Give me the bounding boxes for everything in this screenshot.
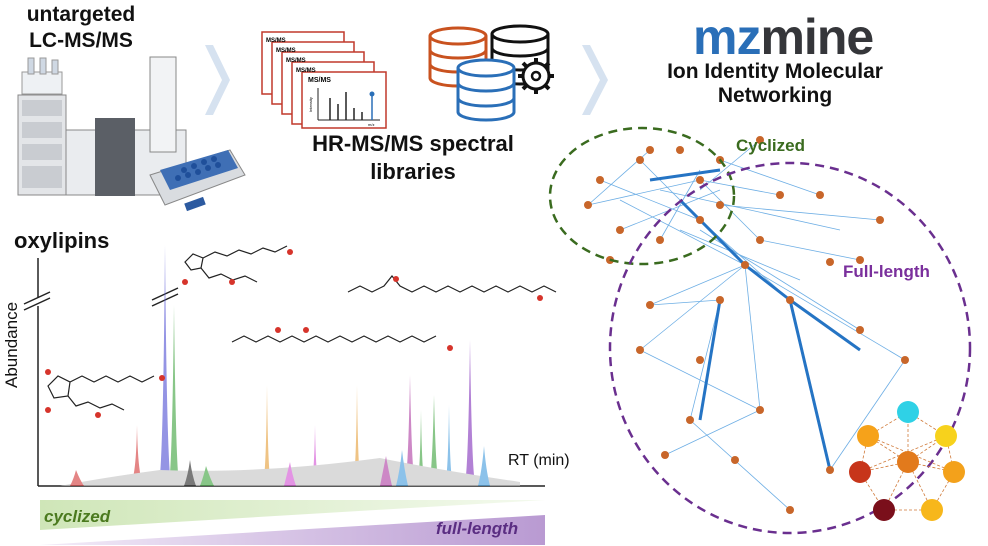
chevron-right-icon <box>582 45 608 115</box>
hrms-line1: HR-MS/MS spectral <box>312 131 514 156</box>
fulllength-gradient-bar <box>40 515 545 545</box>
oxygen-atoms <box>45 249 543 418</box>
chromatogram-title: oxylipins <box>14 228 110 253</box>
lcms-label: untargeted LC-MS/MS <box>6 2 156 54</box>
iimn-line1: Ion Identity Molecular <box>667 60 883 83</box>
cyclized-cluster-outline <box>548 126 736 266</box>
logo-part2: mine <box>760 9 874 65</box>
cyclized-gradient-bar <box>40 500 545 530</box>
molecular-network-strong-edges <box>649 168 861 471</box>
fulllength-cluster-label: Full-length <box>843 262 930 281</box>
molecular-network-edges <box>587 139 906 511</box>
hrms-label: HR-MS/MS spectral libraries <box>268 130 558 186</box>
card-ylabel: Intensity <box>308 97 313 112</box>
chromatogram-xlabel: RT (min) <box>508 452 570 469</box>
fulllength-cluster-outline <box>608 161 972 535</box>
iimn-line2: Networking <box>717 84 833 107</box>
database-icon <box>456 58 516 122</box>
card-title: MS/MS <box>286 58 306 64</box>
chromatogram-axes <box>23 258 545 487</box>
iimn-label: Ion Identity Molecular Networking <box>650 60 900 108</box>
chromatogram-ylabel: Abundance <box>2 301 21 388</box>
molecular-network-nodes <box>584 136 909 514</box>
cyclized-gradient-label: cyclized <box>44 507 111 526</box>
card-title: MS/MS <box>296 68 316 74</box>
card-title: MS/MS <box>308 77 331 84</box>
chromatogram-peaks <box>60 245 520 486</box>
hrms-line2: libraries <box>370 159 456 184</box>
spectral-library-cards: MS/MS MS/MS MS/MS MS/MS MS/MS Intensity … <box>261 31 387 129</box>
fulllength-gradient-label: full-length <box>436 519 519 538</box>
card-xlabel: m/z <box>368 122 374 127</box>
ion-identity-inset <box>849 401 965 521</box>
gear-icon <box>518 58 554 94</box>
lcms-line2: LC-MS/MS <box>29 29 133 52</box>
cyclized-cluster-label: Cyclized <box>736 136 805 155</box>
lcms-line1: untargeted <box>26 3 136 26</box>
molecule-structure-icon <box>47 245 557 411</box>
card-title: MS/MS <box>276 48 296 54</box>
lcms-instrument-icon <box>17 56 246 212</box>
card-title: MS/MS <box>266 38 286 44</box>
chevron-right-icon <box>205 45 230 115</box>
logo-part1: mz <box>693 9 761 65</box>
mzmine-logo: mzmine <box>693 8 874 66</box>
